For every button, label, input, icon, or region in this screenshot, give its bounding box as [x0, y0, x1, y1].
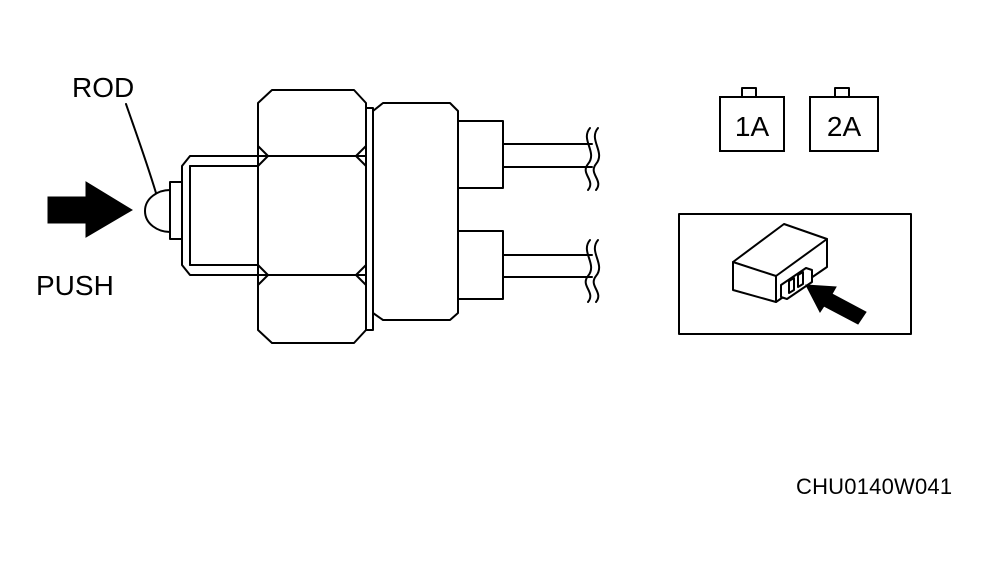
connector-2a: 2A — [809, 96, 879, 152]
connector-1a-label: 1A — [735, 111, 770, 142]
switch-body — [372, 102, 459, 321]
rod-stem — [169, 181, 183, 240]
push-label: PUSH — [36, 270, 114, 301]
figure-code: CHU0140W041 — [796, 474, 953, 499]
connector-1a: 1A — [719, 96, 785, 152]
wire-upper — [502, 143, 593, 168]
washer — [365, 107, 374, 331]
rod-label: ROD — [72, 72, 135, 103]
inset-pointer-arrow-icon — [805, 284, 867, 325]
rod-tip — [144, 189, 171, 233]
terminal-lower — [457, 230, 504, 300]
switch-bushing — [181, 155, 259, 276]
terminal-upper — [457, 120, 504, 189]
push-arrow-icon — [47, 181, 133, 238]
hex-nut — [257, 89, 367, 344]
wire-lower — [502, 254, 593, 278]
rod-leader-line — [125, 103, 157, 194]
connector-2a-label: 2A — [827, 111, 862, 142]
